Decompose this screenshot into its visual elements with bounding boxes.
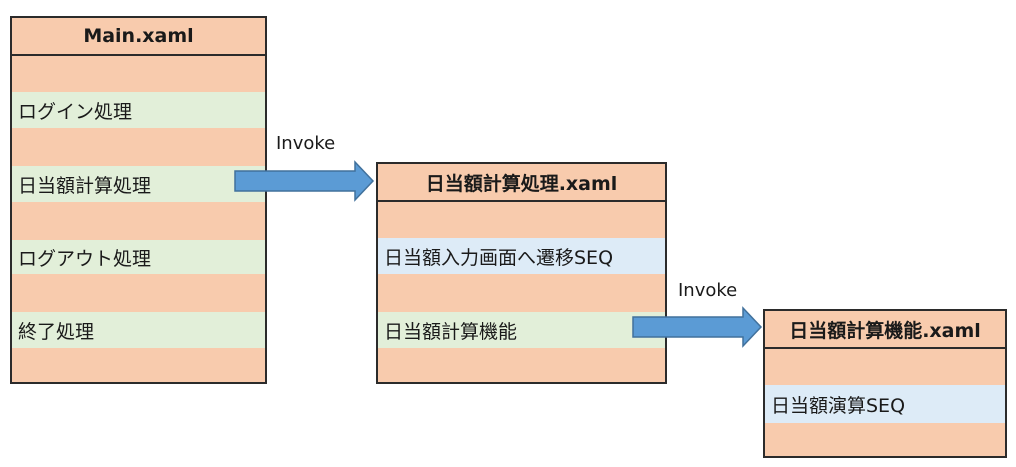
main-row-logout: ログアウト処理 xyxy=(12,240,265,274)
function-row-operation-seq: 日当額演算SEQ xyxy=(765,385,1005,423)
main-row-7 xyxy=(12,274,265,312)
process-row-3 xyxy=(378,274,665,312)
process-row-transition-seq: 日当額入力画面へ遷移SEQ xyxy=(378,238,665,274)
daily-calc-process-title: 日当額計算処理.xaml xyxy=(378,164,665,202)
process-row-5 xyxy=(378,348,665,382)
invoke-label-2: Invoke xyxy=(678,280,738,301)
main-row-login: ログイン処理 xyxy=(12,92,265,128)
daily-calc-process-box: 日当額計算処理.xaml 日当額入力画面へ遷移SEQ 日当額計算機能 xyxy=(376,162,667,384)
main-xaml-box: Main.xaml ログイン処理 日当額計算処理 ログアウト処理 終了処理 xyxy=(10,16,267,384)
process-row-calc-function: 日当額計算機能 xyxy=(378,312,665,348)
daily-calc-function-box: 日当額計算機能.xaml 日当額演算SEQ xyxy=(763,309,1007,458)
main-row-exit: 終了処理 xyxy=(12,312,265,348)
invoke-arrow-2 xyxy=(632,306,763,348)
main-row-daily-calc: 日当額計算処理 xyxy=(12,166,265,202)
invoke-label-1: Invoke xyxy=(276,133,336,154)
main-row-9 xyxy=(12,348,265,382)
main-row-1 xyxy=(12,56,265,92)
function-row-1 xyxy=(765,349,1005,385)
main-row-3 xyxy=(12,128,265,166)
main-xaml-title: Main.xaml xyxy=(12,18,265,56)
daily-calc-function-title: 日当額計算機能.xaml xyxy=(765,311,1005,349)
function-row-3 xyxy=(765,423,1005,456)
main-row-5 xyxy=(12,202,265,240)
process-row-1 xyxy=(378,202,665,238)
invoke-arrow-1 xyxy=(234,160,375,202)
